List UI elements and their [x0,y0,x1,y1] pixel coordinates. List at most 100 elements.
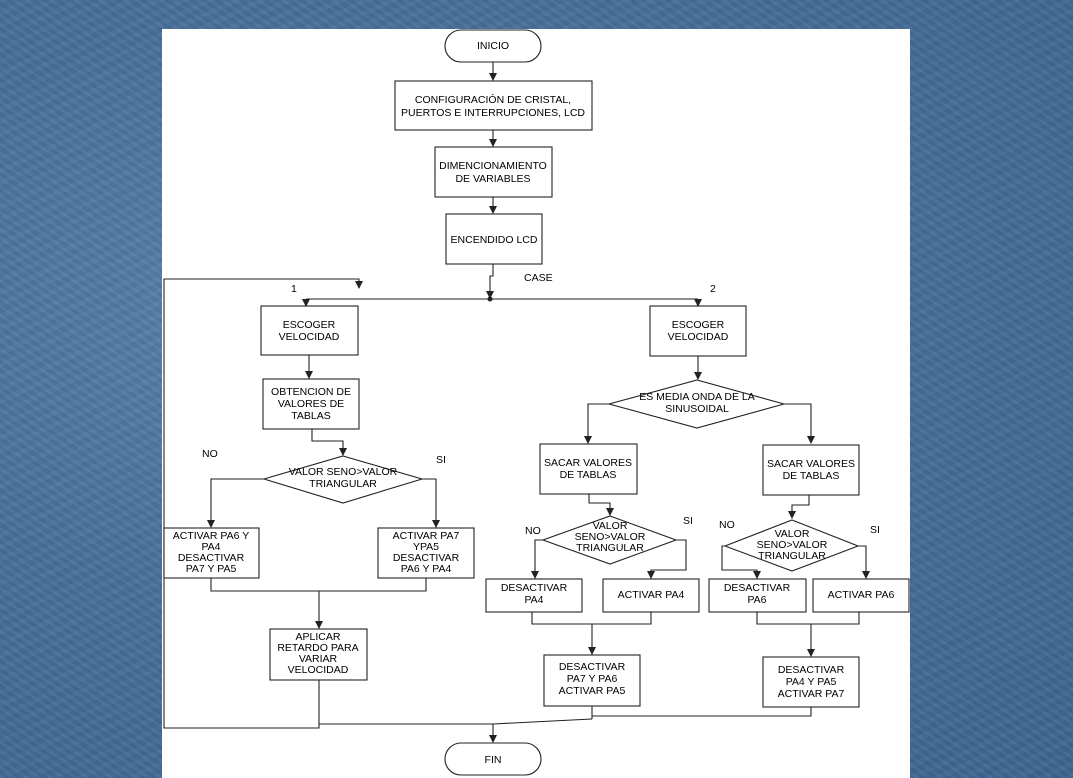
left-si-action-line-3: DESACTIVAR [393,552,460,564]
a-si-label: SI [683,515,693,527]
b-no-label: NO [719,519,735,531]
node-right-choose: ESCOGER VELOCIDAD [649,305,747,357]
left-no-action-line-1: ACTIVAR PA6 Y [173,530,249,542]
a-compare-line-2: SENO>VALOR [575,531,646,543]
node-a-final: DESACTIVAR PA7 Y PA6 ACTIVAR PA5 [543,654,641,707]
b-si-action-label: ACTIVAR PA6 [828,589,895,601]
left-obtain-line-3: TABLAS [291,410,331,422]
node-left-delay: APLICAR RETARDO PARA VARIAR VELOCIDAD [269,628,368,681]
edge-a-no [531,539,543,579]
edge-loop-back [163,278,363,729]
start-label: INICIO [477,40,509,52]
node-left-choose: ESCOGER VELOCIDAD [260,305,359,356]
config-line-1: CONFIGURACIÓN DE CRISTAL, [415,93,571,106]
edge-a-merge [531,612,652,625]
decision-b-compare: VALOR SENO>VALOR TRIANGULAR [723,519,860,572]
a-compare-line-3: TRIANGULAR [576,542,644,554]
node-config: CONFIGURACIÓN DE CRISTAL, PUERTOS E INTE… [394,80,593,131]
node-a-si-action: ACTIVAR PA4 [602,578,700,613]
left-obtain-line-1: OBTENCION DE [271,386,351,398]
lcd-label: ENCENDIDO LCD [451,234,538,246]
connectors [163,62,870,743]
node-a-table: SACAR VALORES DE TABLAS [539,443,638,495]
b-table-line-1: SACAR VALORES [767,458,855,470]
node-a-no-action: DESACTIVAR PA4 [485,578,583,613]
node-lcd: ENCENDIDO LCD [445,213,543,265]
b-si-label: SI [870,524,880,536]
left-choose-line-2: VELOCIDAD [279,331,340,343]
edge-b-si [858,545,870,579]
edge-right-to-end [492,718,593,725]
node-b-table: SACAR VALORES DE TABLAS [762,444,860,496]
edge-a-table-compare [588,494,614,516]
left-no-action-line-3: DESACTIVAR [178,552,245,564]
edge-a-si [647,539,687,579]
right-choose-line-2: VELOCIDAD [668,331,729,343]
decision-right-half: ES MEDIA ONDA DE LA SINUSOIDAL [606,379,787,429]
edge-left-no [207,478,264,528]
b-no-action-line-2: PA6 [747,594,766,606]
b-final-line-2: PA4 Y PA5 [786,676,837,688]
edge-left-merge [210,578,427,592]
a-final-line-2: PA7 Y PA6 [567,673,618,685]
edge-b-table-compare [788,495,810,519]
left-si-action-line-2: YPA5 [413,541,439,553]
end-label: FIN [485,754,502,766]
node-left-si-action: ACTIVAR PA7 YPA5 DESACTIVAR PA6 Y PA4 [377,527,475,579]
decision-left-compare: VALOR SENO>VALOR TRIANGULAR [262,455,424,504]
right-choose-line-1: ESCOGER [672,319,725,331]
right-half-line-2: SINUSOIDAL [665,403,729,415]
case-1-label: 1 [291,283,297,295]
b-table-line-2: DE TABLAS [783,470,840,482]
left-obtain-line-2: VALORES DE [278,398,344,410]
node-end: FIN [444,742,542,776]
a-no-action-line-1: DESACTIVAR [501,582,568,594]
b-no-action-line-1: DESACTIVAR [724,582,791,594]
node-b-final: DESACTIVAR PA4 Y PA5 ACTIVAR PA7 [762,656,860,708]
edge-left-si [422,478,440,528]
edge-lcd-case [486,264,494,299]
b-final-line-1: DESACTIVAR [778,664,845,676]
a-no-action-line-2: PA4 [524,594,543,606]
left-compare-line-2: TRIANGULAR [309,478,377,490]
left-delay-line-3: VARIAR [299,653,338,665]
right-half-line-1: ES MEDIA ONDA DE LA [639,391,755,403]
dim-line-1: DIMENCIONAMIENTO [439,160,547,172]
left-choose-line-1: ESCOGER [283,319,336,331]
decision-a-compare: VALOR SENO>VALOR TRIANGULAR [541,515,678,565]
left-si-action-line-1: ACTIVAR PA7 [393,530,460,542]
node-dim: DIMENCIONAMIENTO DE VARIABLES [434,146,553,198]
left-delay-line-4: VELOCIDAD [288,664,349,676]
a-no-label: NO [525,525,541,537]
edge-to-end [319,723,497,743]
case-label: CASE [524,272,553,284]
node-start: INICIO [444,29,542,63]
a-table-line-1: SACAR VALORES [544,457,632,469]
edge-half-b [784,403,815,444]
node-b-no-action: DESACTIVAR PA6 [708,578,807,613]
b-final-line-3: ACTIVAR PA7 [778,688,845,700]
b-compare-line-1: VALOR [775,528,810,540]
b-compare-line-3: TRIANGULAR [758,550,826,562]
b-compare-line-2: SENO>VALOR [757,539,828,551]
node-b-si-action: ACTIVAR PA6 [812,578,910,613]
left-si-action-line-4: PA6 Y PA4 [401,563,452,575]
case-2-label: 2 [710,283,716,295]
edge-b-end [592,707,812,717]
left-si-label: SI [436,454,446,466]
node-left-obtain: OBTENCION DE VALORES DE TABLAS [262,378,360,430]
dim-line-2: DE VARIABLES [455,173,530,185]
edge-left-obtain-compare [311,429,347,456]
edge-b-merge [756,612,860,625]
node-left-no-action: ACTIVAR PA6 Y PA4 DESACTIVAR PA7 Y PA5 [163,527,260,579]
left-delay-line-1: APLICAR [296,631,341,643]
left-delay-line-2: RETARDO PARA [277,642,358,654]
a-table-line-2: DE TABLAS [560,469,617,481]
config-line-2: PUERTOS E INTERRUPCIONES, LCD [401,107,585,119]
edge-half-a [584,403,609,444]
a-si-action-label: ACTIVAR PA4 [618,589,685,601]
left-no-label: NO [202,448,218,460]
left-no-action-line-4: PA7 Y PA5 [186,563,237,575]
a-final-line-1: DESACTIVAR [559,661,626,673]
